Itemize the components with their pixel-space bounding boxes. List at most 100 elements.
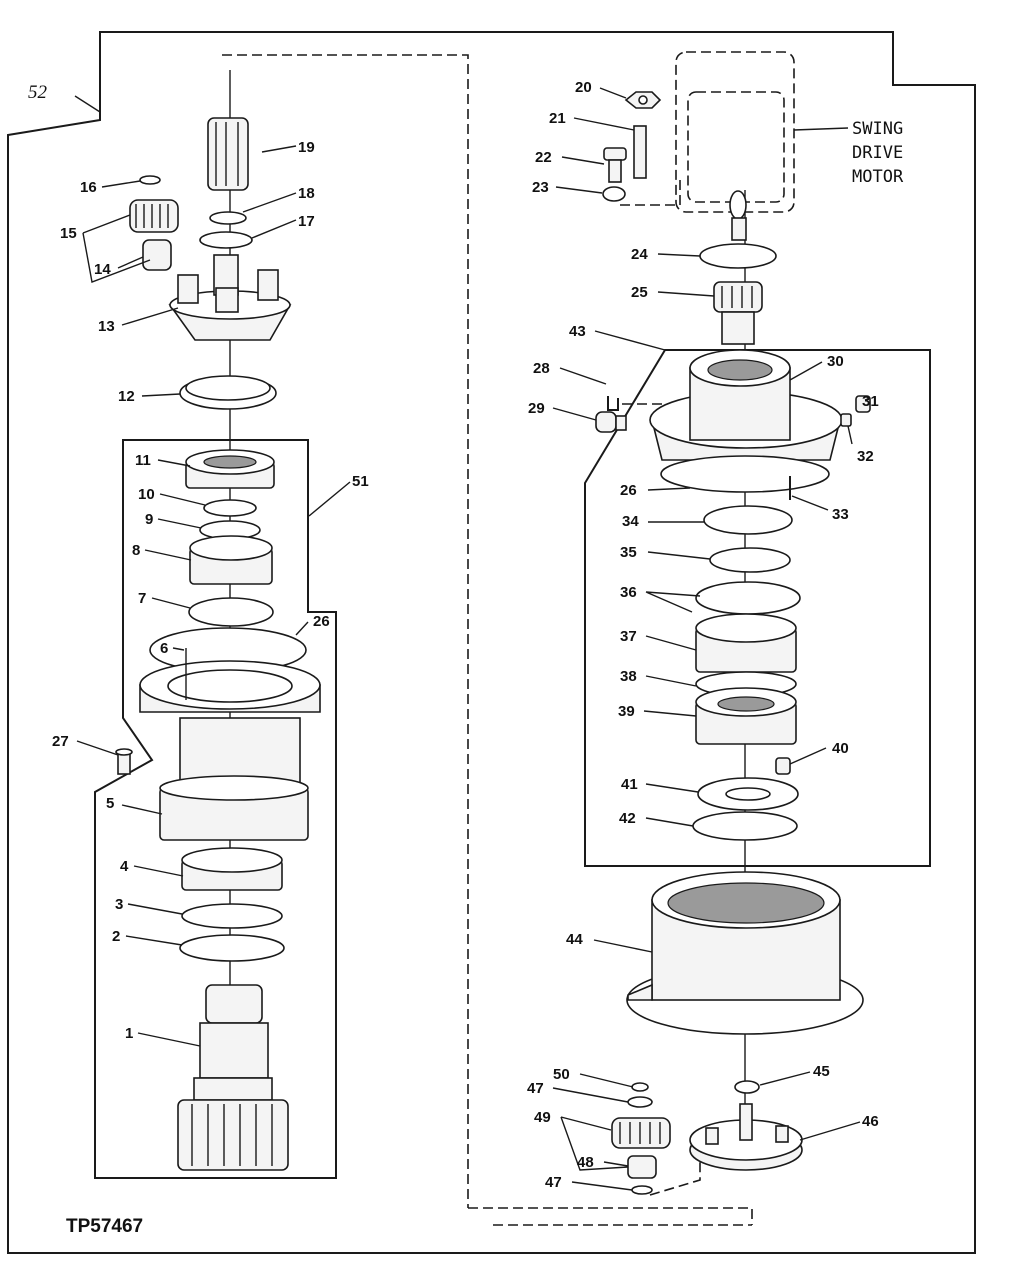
callout-48: 48	[577, 1154, 594, 1171]
group-outline-51	[94, 439, 337, 1179]
callout-36: 36	[620, 584, 637, 601]
group-outline-43	[584, 349, 931, 867]
plate-34	[703, 505, 793, 535]
callout-41: 41	[621, 776, 638, 793]
ring-36	[695, 581, 801, 615]
callout-26-left: 26	[313, 613, 330, 630]
plug-29	[595, 411, 627, 433]
callout-29: 29	[528, 400, 545, 417]
bearing-4	[181, 847, 283, 891]
fitting-32	[840, 413, 852, 427]
washer-18	[209, 211, 247, 225]
stud-21	[633, 125, 647, 179]
ring-50	[631, 1082, 649, 1092]
planet-carrier-13	[168, 254, 292, 341]
figure-code: TP57467	[66, 1216, 143, 1237]
carrier-30	[649, 349, 843, 461]
swing-drive-motor	[675, 51, 795, 241]
ring-gear-44	[626, 871, 864, 1035]
callout-35: 35	[620, 544, 637, 561]
callout-42: 42	[619, 810, 636, 827]
callout-22: 22	[535, 149, 552, 166]
washer-17	[199, 231, 253, 249]
bolt-27	[115, 748, 133, 775]
callout-23: 23	[532, 179, 549, 196]
dashed-path-right	[468, 1207, 753, 1226]
callout-20: 20	[575, 79, 592, 96]
callout-12: 12	[118, 388, 135, 405]
ring-45	[734, 1080, 760, 1094]
o-ring-26-right	[660, 455, 830, 493]
callout-30: 30	[827, 353, 844, 370]
callout-1: 1	[125, 1025, 133, 1042]
callout-19: 19	[298, 139, 315, 156]
snap-ring-16	[139, 175, 161, 185]
disc-35	[709, 547, 791, 573]
leader-lines	[74, 87, 871, 1191]
pinion-shaft-19	[207, 117, 249, 191]
callout-7: 7	[138, 590, 146, 607]
callout-8: 8	[132, 542, 140, 559]
callout-40: 40	[832, 740, 849, 757]
callout-33: 33	[832, 506, 849, 523]
carrier-plate-46	[689, 1103, 803, 1171]
bearing-48	[627, 1155, 657, 1179]
callout-5: 5	[106, 795, 114, 812]
callout-43: 43	[569, 323, 586, 340]
callout-32: 32	[857, 448, 874, 465]
callout-47-top: 47	[527, 1080, 544, 1097]
gear-25	[713, 281, 763, 345]
plug-40	[775, 757, 791, 775]
callout-44: 44	[566, 931, 583, 948]
nut-20	[624, 91, 662, 109]
callout-37: 37	[620, 628, 637, 645]
callout-17: 17	[298, 213, 315, 230]
o-ring-24	[699, 243, 777, 269]
pin-28	[607, 396, 619, 411]
callout-39: 39	[618, 703, 635, 720]
housing-flange-6	[139, 648, 321, 713]
callout-47-bottom: 47	[545, 1174, 562, 1191]
assembly-outline-52	[7, 31, 976, 1254]
callout-45: 45	[813, 1063, 830, 1080]
ring-12	[179, 375, 277, 410]
callout-15: 15	[60, 225, 77, 242]
dashed-link-22	[620, 180, 681, 206]
washer-41	[697, 777, 799, 811]
bearing-8	[189, 535, 273, 585]
motor-caption-line1: SWING	[852, 119, 903, 139]
dashed-path-left	[222, 54, 469, 1208]
callout-26-right: 26	[620, 482, 637, 499]
planet-gear-49	[611, 1117, 671, 1149]
ring-7	[188, 597, 274, 627]
callout-27: 27	[52, 733, 69, 750]
ring-10	[203, 499, 257, 517]
snap-ring-42	[692, 811, 798, 841]
callout-16: 16	[80, 179, 97, 196]
callout-38: 38	[620, 668, 637, 685]
washer-23	[602, 186, 626, 202]
callout-51: 51	[352, 473, 369, 490]
callout-10: 10	[138, 486, 155, 503]
bearing-39	[695, 687, 797, 745]
needle-bearing-14	[142, 239, 172, 271]
callout-46: 46	[862, 1113, 879, 1130]
callout-13: 13	[98, 318, 115, 335]
callout-18: 18	[298, 185, 315, 202]
callout-50: 50	[553, 1066, 570, 1083]
planet-gear-15	[129, 199, 179, 233]
callout-49: 49	[534, 1109, 551, 1126]
callout-4: 4	[120, 858, 129, 875]
dashed-link-47	[649, 1130, 701, 1196]
callout-34: 34	[622, 513, 639, 530]
housing-5	[159, 717, 309, 841]
callout-2: 2	[112, 928, 120, 945]
callout-6: 6	[160, 640, 168, 657]
output-shaft-1	[177, 984, 289, 1171]
callout-31: 31	[862, 393, 879, 410]
callout-9: 9	[145, 511, 153, 528]
callout-11: 11	[135, 452, 151, 469]
callout-52: 52	[28, 82, 48, 103]
callout-21: 21	[549, 110, 566, 127]
